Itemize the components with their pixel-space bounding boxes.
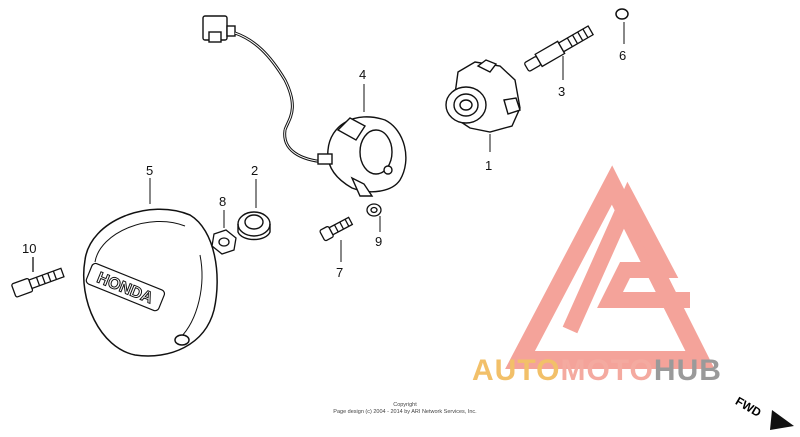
watermark-brand-hub: HUB [653,354,722,387]
copyright-line-2: Page design (c) 2004 - 2014 by ARI Netwo… [333,409,477,415]
callout-7: 7 [336,265,343,280]
callout-2: 2 [251,163,258,178]
callout-3: 3 [558,84,565,99]
fwd-arrow-icon [770,410,794,430]
callout-1: 1 [485,158,492,173]
part-1-stator-housing[interactable] [445,59,521,133]
watermark-brand: AUTOMOTOHUB [472,354,722,388]
part-9-washer[interactable] [366,203,382,217]
part-10-bolt[interactable] [11,257,65,298]
part-8-nut[interactable] [211,229,237,255]
part-6-o-ring[interactable] [615,8,629,20]
part-3-shaft[interactable] [523,24,595,73]
copyright-notice: Copyright Page design (c) 2004 - 2014 by… [300,402,510,416]
watermark-triangle-logo [505,165,715,369]
callout-9: 9 [375,234,382,249]
callout-5: 5 [146,163,153,178]
copyright-line-1: Copyright [393,402,417,408]
watermark-brand-moto: MOTO [560,354,654,387]
callout-6: 6 [619,48,626,63]
callout-8: 8 [219,194,226,209]
callout-10: 10 [22,241,36,256]
part-4-pulser-base[interactable] [202,15,407,197]
part-7-screw[interactable] [319,216,354,242]
watermark-brand-auto: AUTO [472,354,561,387]
part-5-honda-cover[interactable] [83,208,218,357]
part-2-ring-nut[interactable] [237,211,271,241]
callout-4: 4 [359,67,366,82]
